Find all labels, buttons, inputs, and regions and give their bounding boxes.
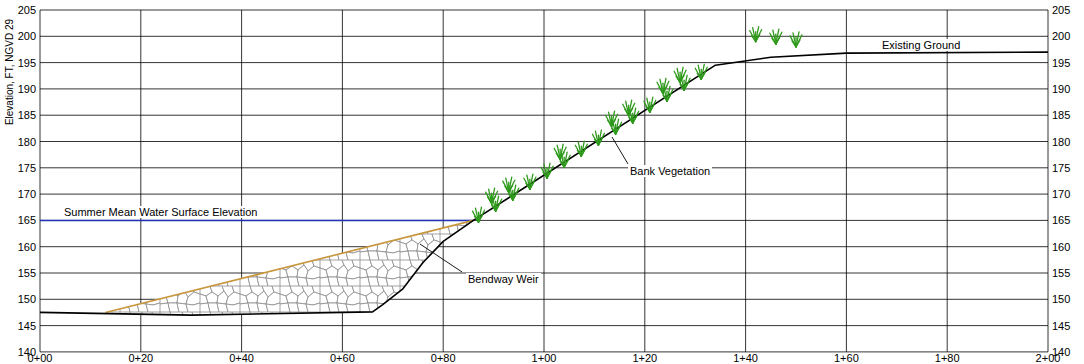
tick-label: 0+80	[431, 352, 456, 364]
grid-line	[40, 325, 1048, 326]
grid-line	[846, 10, 847, 352]
annotation-label: Summer Mean Water Surface Elevation	[62, 206, 259, 218]
annotation-label: Existing Ground	[880, 39, 962, 51]
tick-label: 155	[1052, 267, 1070, 279]
tick-label: 150	[1052, 293, 1070, 305]
grid-line	[40, 220, 1048, 221]
tick-label: 0+00	[28, 352, 53, 364]
grid-line	[40, 273, 1048, 274]
tick-label: 175	[0, 162, 36, 174]
grid-line	[40, 88, 1048, 89]
tick-label: 180	[1052, 136, 1070, 148]
grid-line	[40, 10, 41, 352]
tick-label: 1+00	[532, 352, 557, 364]
grid-line	[644, 10, 645, 352]
grid-line	[443, 10, 444, 352]
tick-label: 1+80	[935, 352, 960, 364]
bank-vegetation	[472, 27, 802, 223]
ground-line	[40, 52, 1048, 315]
axis-title: Elevation, FT, NGVD 29	[4, 19, 16, 125]
grid-line	[140, 10, 141, 352]
tick-label: 170	[0, 188, 36, 200]
grid-line	[40, 10, 1048, 11]
grid-line	[1048, 10, 1049, 352]
tick-label: 155	[0, 267, 36, 279]
grid	[40, 10, 1048, 352]
tick-label: 185	[1052, 109, 1070, 121]
leader-line	[420, 244, 462, 272]
tick-label: 0+40	[229, 352, 254, 364]
annotation-label: Bendway Weir	[466, 273, 541, 285]
tick-label: 0+60	[330, 352, 355, 364]
tick-label: 145	[1052, 320, 1070, 332]
tick-label: 160	[0, 241, 36, 253]
tick-label: 170	[1052, 188, 1070, 200]
tick-label: 195	[1052, 57, 1070, 69]
water-surface-line	[40, 220, 473, 222]
tick-label: 190	[1052, 83, 1070, 95]
grid-line	[40, 167, 1048, 168]
leader-line	[612, 137, 628, 164]
tick-label: 1+60	[834, 352, 859, 364]
tick-label: 2+00	[1036, 352, 1061, 364]
grid-line	[40, 141, 1048, 142]
tick-label: 180	[0, 136, 36, 148]
grid-line	[40, 36, 1048, 37]
tick-label: 150	[0, 293, 36, 305]
tick-label: 1+20	[632, 352, 657, 364]
tick-label: 165	[1052, 214, 1070, 226]
tick-label: 200	[1052, 30, 1070, 42]
grid-line	[544, 10, 545, 352]
tick-label: 175	[1052, 162, 1070, 174]
tick-label: 165	[0, 214, 36, 226]
weir-top-line	[106, 220, 474, 312]
grid-line	[40, 62, 1048, 63]
tick-label: 205	[1052, 4, 1070, 16]
grid-line	[40, 115, 1048, 116]
tick-label: 205	[0, 4, 36, 16]
tick-label: 1+40	[733, 352, 758, 364]
tick-label: 0+20	[128, 352, 153, 364]
grid-line	[40, 246, 1048, 247]
grid-line	[947, 10, 948, 352]
tick-label: 160	[1052, 241, 1070, 253]
tick-label: 145	[0, 320, 36, 332]
grid-line	[40, 194, 1048, 195]
annotation-label: Bank Vegetation	[628, 165, 712, 177]
